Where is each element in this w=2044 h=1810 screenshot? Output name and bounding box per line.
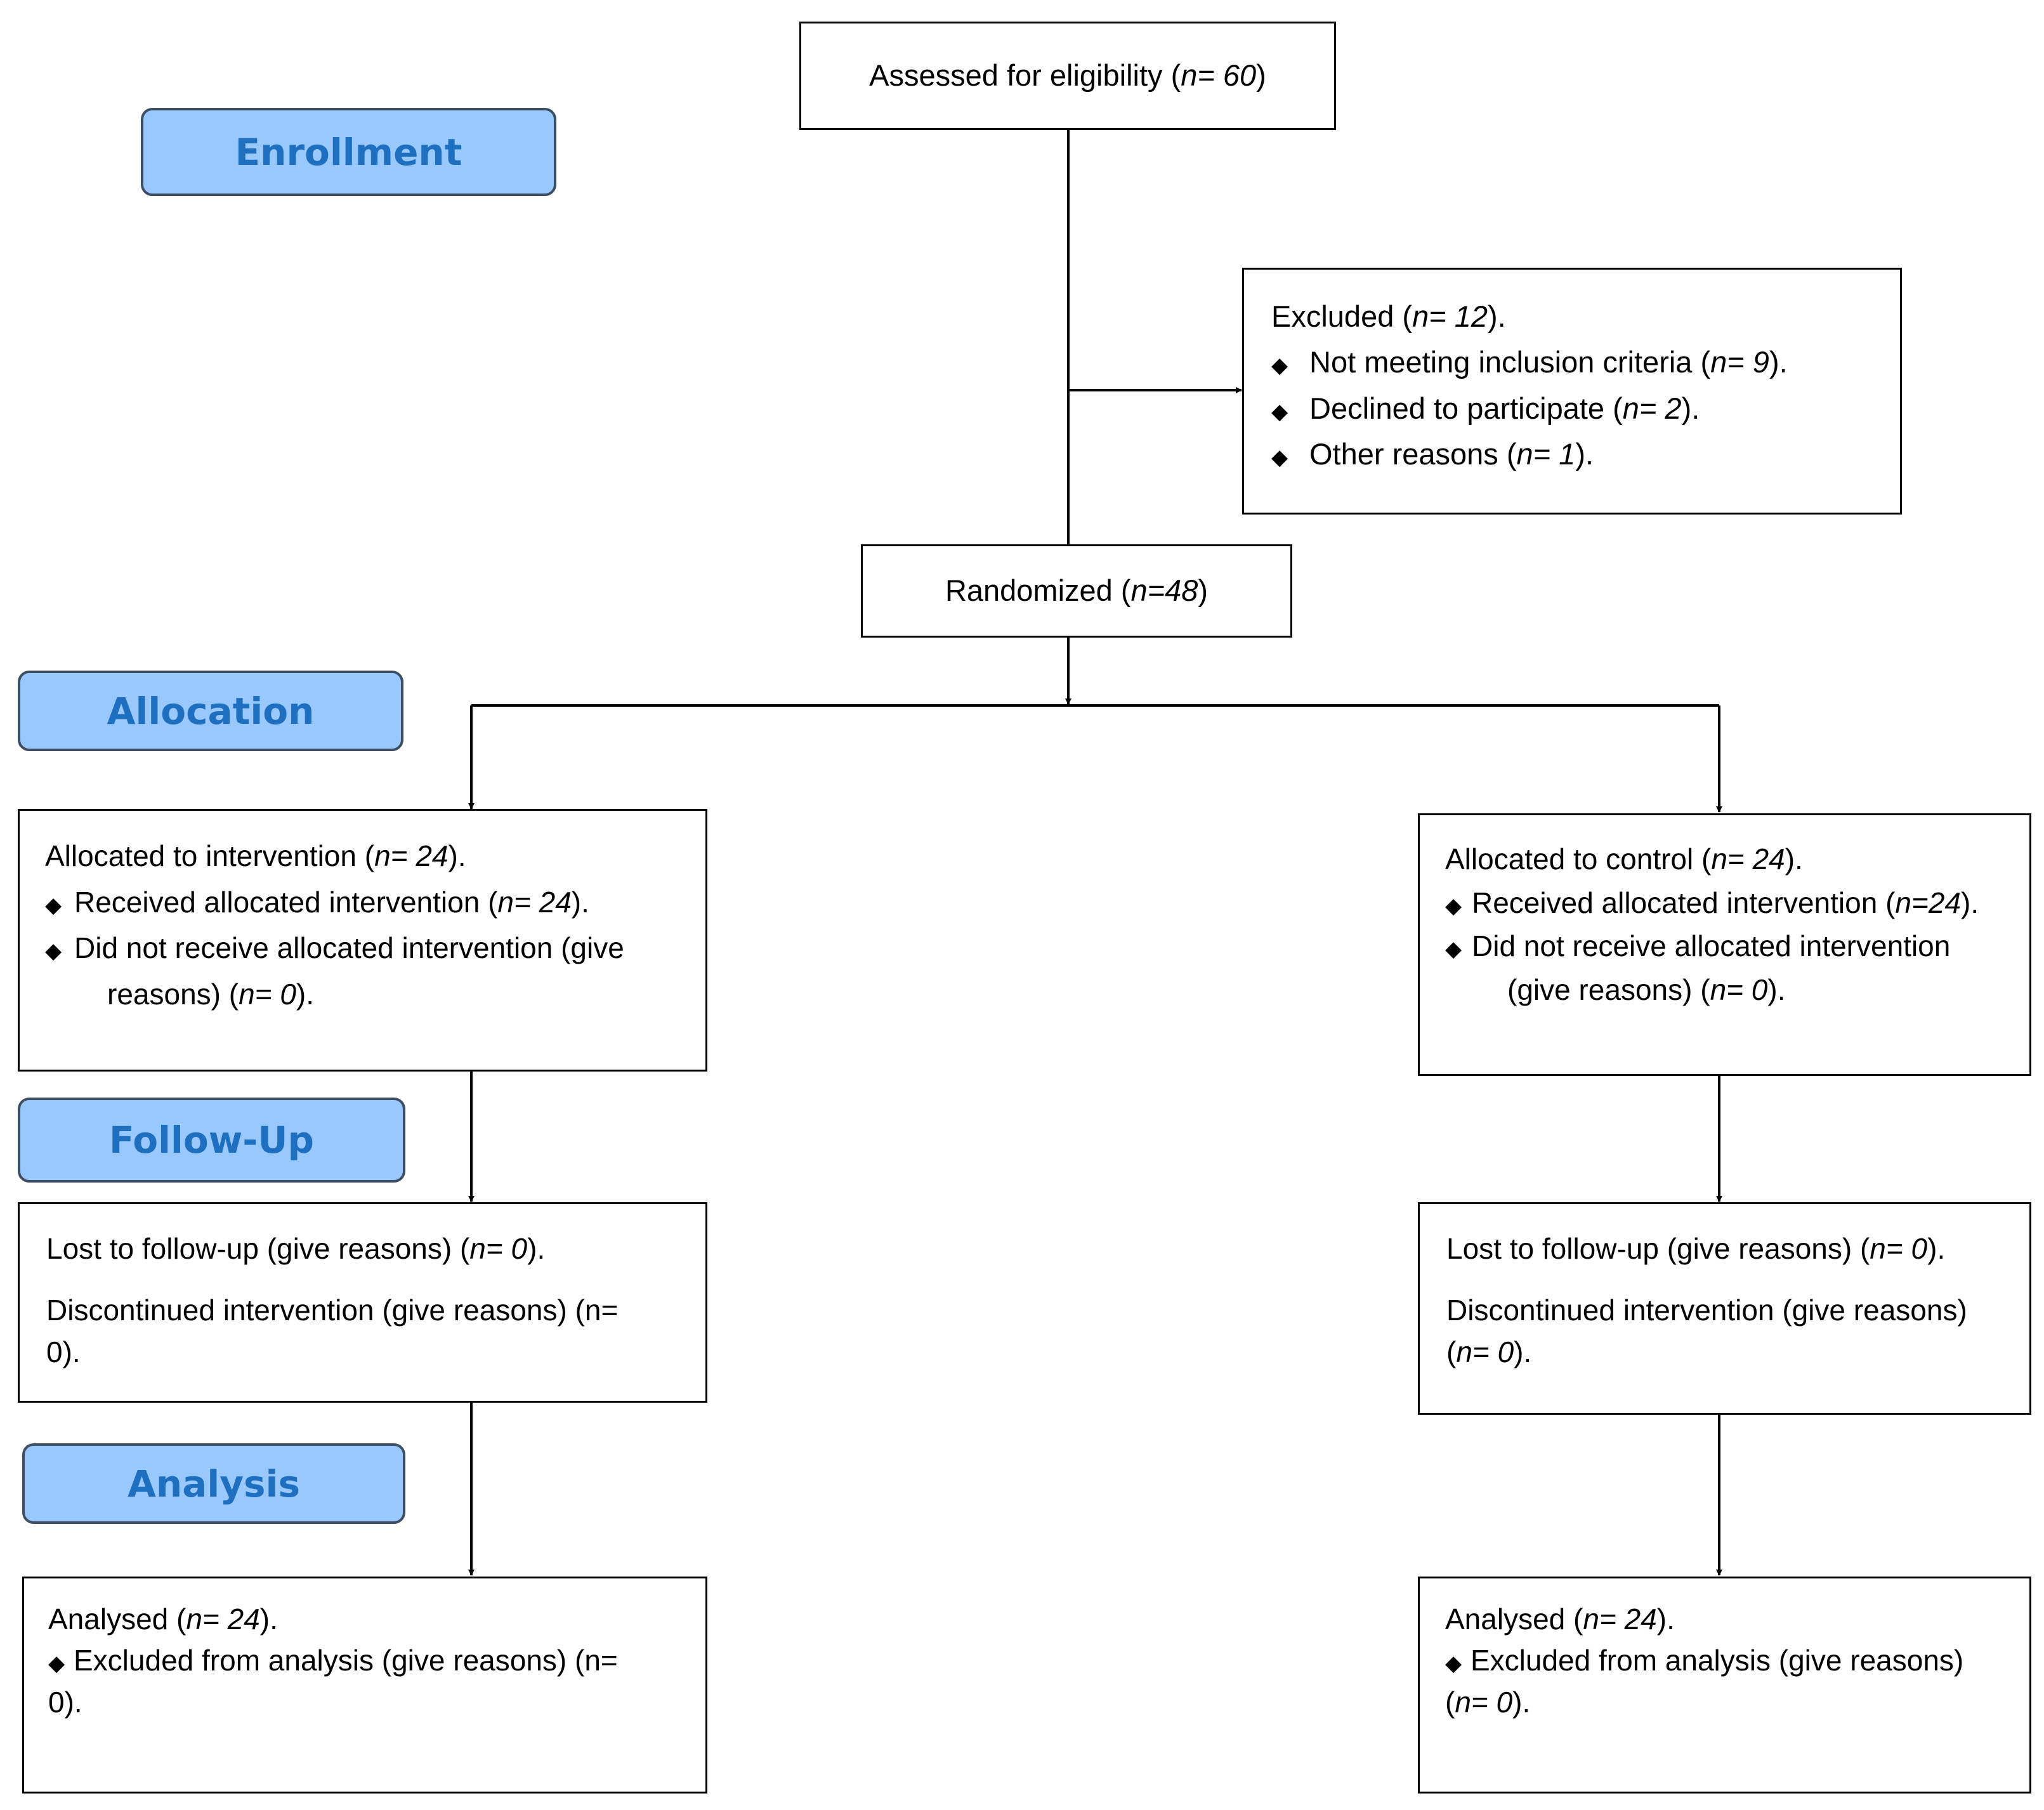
stage-enrollment: Enrollment — [141, 108, 556, 196]
bullet-icon: ◆ — [1271, 399, 1288, 424]
bullet-icon: ◆ — [48, 1651, 65, 1676]
followup-control-box: Lost to follow-up (give reasons) (n= 0).… — [1418, 1202, 2031, 1415]
bullet-icon: ◆ — [45, 939, 62, 964]
discontinued-intervention-count: 0). — [46, 1335, 81, 1368]
bullet-icon: ◆ — [1271, 353, 1288, 378]
bullet-icon: ◆ — [1445, 937, 1462, 962]
bullet-icon: ◆ — [1271, 445, 1288, 470]
allocated-control-heading: Allocated to control (n= 24). — [1445, 843, 1803, 875]
stage-allocation: Allocation — [18, 671, 403, 751]
excluded-from-analysis-count: (n= 0). — [1445, 1685, 1531, 1719]
followup-intervention-box: Lost to follow-up (give reasons) (n= 0).… — [18, 1202, 707, 1403]
stage-followup: Follow-Up — [18, 1098, 405, 1183]
bullet-icon: ◆ — [1445, 893, 1462, 918]
received-intervention-item: ◆Received allocated intervention (n=24). — [1445, 881, 2029, 925]
assessed-box: Assessed for eligibility (n= 60) — [799, 22, 1336, 130]
excluded-from-analysis: ◆Excluded from analysis (give reasons) (… — [48, 1640, 705, 1681]
bullet-icon: ◆ — [45, 893, 62, 917]
excluded-from-analysis-count: 0). — [48, 1685, 82, 1719]
analysed-heading: Analysed (n= 24). — [1445, 1603, 1675, 1636]
allocated-intervention-heading: Allocated to intervention (n= 24). — [45, 839, 466, 872]
allocation-intervention-box: Allocated to intervention (n= 24). ◆Rece… — [18, 809, 707, 1072]
discontinued-intervention: Discontinued intervention (give reasons) — [1446, 1294, 1967, 1327]
discontinued-intervention-count: (n= 0). — [1446, 1335, 1532, 1368]
assessed-text: Assessed for eligibility (n= 60) — [869, 58, 1266, 93]
not-received-intervention-item: ◆Did not receive allocated intervention — [1445, 924, 2029, 968]
excluded-heading: Excluded (n= 12). — [1271, 299, 1506, 333]
excluded-item-inclusion: ◆Not meeting inclusion criteria (n= 9). — [1271, 339, 1900, 385]
discontinued-intervention: Discontinued intervention (give reasons)… — [46, 1294, 619, 1327]
bullet-icon: ◆ — [1445, 1651, 1462, 1676]
analysis-control-box: Analysed (n= 24). ◆Excluded from analysi… — [1418, 1577, 2031, 1794]
analysed-heading: Analysed (n= 24). — [48, 1603, 278, 1636]
excluded-from-analysis: ◆Excluded from analysis (give reasons) — [1445, 1640, 2029, 1681]
randomized-box: Randomized (n=48) — [861, 544, 1292, 638]
allocation-control-box: Allocated to control (n= 24). ◆Received … — [1418, 813, 2031, 1076]
lost-to-followup: Lost to follow-up (give reasons) (n= 0). — [46, 1232, 546, 1265]
excluded-item-declined: ◆Declined to participate (n= 2). — [1271, 386, 1900, 431]
not-received-intervention-reason: (give reasons) (n= 0). — [1507, 973, 1786, 1006]
stage-analysis: Analysis — [22, 1443, 405, 1524]
randomized-text: Randomized (n=48) — [945, 574, 1209, 608]
not-received-intervention-reason: reasons) (n= 0). — [107, 978, 315, 1011]
lost-to-followup: Lost to follow-up (give reasons) (n= 0). — [1446, 1232, 1946, 1265]
excluded-box: Excluded (n= 12). ◆Not meeting inclusion… — [1242, 268, 1902, 515]
received-intervention-item: ◆Received allocated intervention (n= 24)… — [45, 879, 705, 926]
excluded-item-other: ◆Other reasons (n= 1). — [1271, 431, 1900, 477]
analysis-intervention-box: Analysed (n= 24). ◆Excluded from analysi… — [22, 1577, 707, 1794]
not-received-intervention-item: ◆Did not receive allocated intervention … — [45, 925, 705, 971]
